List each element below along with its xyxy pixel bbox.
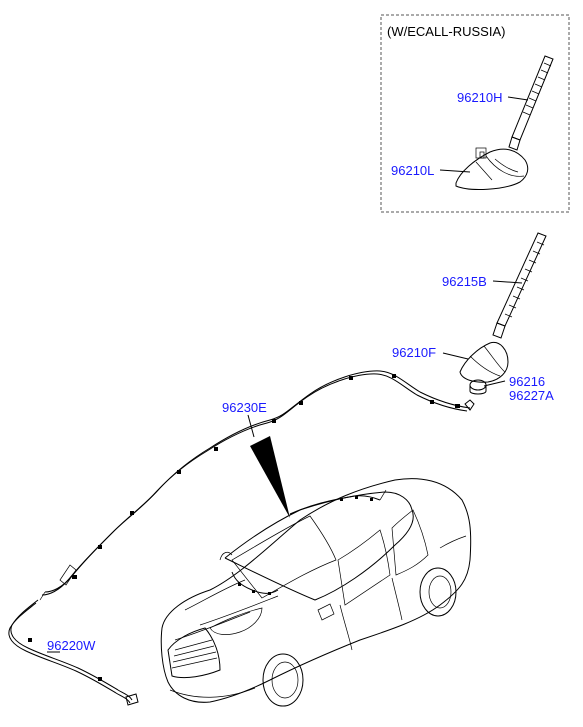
car-illustration: [160, 478, 472, 707]
leader-96210H: [507, 96, 529, 101]
label-96227A: 96227A: [509, 388, 554, 403]
label-96230E: 96230E: [222, 400, 267, 415]
leader-96210F: [442, 352, 469, 360]
label-96215B: 96215B: [442, 274, 487, 289]
ecall-box-title: (W/ECALL-RUSSIA): [387, 24, 505, 39]
antenna-mast-ecall: [508, 55, 554, 151]
label-96216: 96216: [509, 374, 545, 389]
antenna-mast: [492, 232, 547, 339]
label-96210L: 96210L: [391, 163, 434, 178]
label-96210F: 96210F: [392, 345, 436, 360]
leader-96216: [483, 380, 506, 387]
leader-96215B: [492, 280, 523, 284]
antenna-base-ecall: [455, 147, 529, 190]
label-96210H: 96210H: [457, 90, 503, 105]
ecall-box: [380, 14, 570, 213]
leader-96230E: [247, 414, 255, 438]
leader-96210L: [439, 169, 471, 173]
roof-cable-harness: [39, 370, 475, 601]
antenna-nut: [469, 379, 487, 395]
front-cable: [8, 599, 139, 706]
pointer-wedge: [250, 436, 290, 518]
label-96220W: 96220W: [47, 638, 96, 653]
antenna-base: [459, 341, 509, 383]
